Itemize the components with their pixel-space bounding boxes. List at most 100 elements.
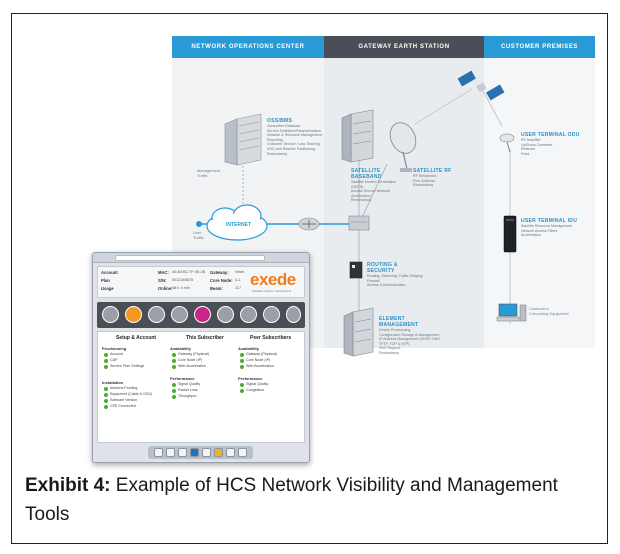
routing-security-item: Routing, Switching, Traffic Shaping	[367, 274, 423, 278]
dock-app-icon[interactable]	[154, 448, 163, 457]
browser-url-field	[115, 255, 265, 261]
installation-item: Software Version	[104, 398, 137, 403]
oss-bss-item: Customer Service / Law Tracking	[267, 142, 320, 147]
dock-app-icon[interactable]	[202, 448, 211, 457]
status-circle-icon[interactable]	[217, 306, 234, 323]
router-icon	[298, 217, 320, 231]
status-icon-row	[97, 302, 305, 328]
installation-heading: Installation	[102, 380, 124, 385]
status-circle-icon[interactable]	[263, 306, 280, 323]
status-circle-icon[interactable]	[194, 306, 211, 323]
gateway-dish-icon	[389, 122, 417, 172]
odu-label: USER TERMINAL ODU RF Amplifier Up/Down C…	[521, 132, 581, 156]
provisioning-heading: Provisioning	[102, 346, 127, 351]
peer-availability-item: Web Acceleration	[240, 364, 274, 369]
oss-bss-item: Redundancy	[267, 151, 288, 156]
satellite-baseband-item: Acceleration	[351, 193, 371, 198]
oss-bss-item: Service Definition/Parametrization	[267, 128, 322, 133]
provisioning-item: CAP	[104, 358, 117, 363]
customer-band	[484, 58, 595, 348]
satellite-baseband-item: Access Service Network	[351, 189, 390, 194]
odu-item: Reflector	[521, 147, 536, 152]
idu-item: Satellite Resource Management	[521, 224, 573, 228]
dock-app-icon[interactable]	[214, 448, 223, 457]
peer-availability-heading: Availability	[238, 346, 259, 351]
gateway-band	[324, 58, 484, 348]
dock-app-icon[interactable]	[238, 448, 247, 457]
oss-bss-title: OSS/BMS	[267, 118, 293, 124]
element-management-item: Configuration Storage & Management	[379, 332, 440, 337]
element-management-title: ELEMENT MANAGEMENT	[379, 316, 419, 328]
status-circle-icon[interactable]	[125, 306, 142, 323]
element-management-item: Device Provisioning	[379, 328, 411, 332]
peer-performance-item: Congestion	[240, 388, 264, 393]
online-label: Online:	[158, 286, 173, 291]
dashboard-panels: Setup & Account Provisioning Account CAP…	[97, 331, 305, 443]
availability-heading: Availability	[170, 346, 191, 351]
availability-item: Web Acceleration	[172, 364, 206, 369]
peer-performance-heading: Performance	[238, 376, 263, 381]
routing-security-item: Firewall	[367, 278, 380, 283]
installation-item: CPE Connected	[104, 404, 136, 409]
noc-server-icon	[224, 113, 262, 166]
browser-bar	[93, 253, 309, 263]
sn-value: 0012345678	[172, 278, 194, 282]
network-diagram: NETWORK OPERATIONS CENTER GATEWAY EARTH …	[97, 34, 595, 464]
core-node-label: Core Node:	[210, 278, 233, 283]
account-label: Account	[101, 270, 118, 275]
column-header-gateway: GATEWAY EARTH STATION	[358, 44, 450, 50]
satellite-rf-title: SATELLITE RF	[413, 168, 452, 174]
oss-bss-item: Network & Resource Management	[267, 133, 322, 138]
status-circle-icon[interactable]	[240, 306, 257, 323]
sn-label: S/N:	[158, 278, 167, 283]
internet-label: INTERNET	[226, 222, 251, 228]
element-management-item: Redundancy	[379, 350, 400, 355]
customer-header-bg	[484, 36, 595, 58]
downlink-beam	[481, 88, 503, 127]
gateway-rf-link	[358, 163, 388, 225]
status-circle-icon[interactable]	[148, 306, 165, 323]
dock-app-icon[interactable]	[226, 448, 235, 457]
routing-security-item: Access & Authentication	[367, 283, 406, 288]
element-mgmt-server-icon	[343, 307, 374, 357]
oss-bss-item: Subscriber Database	[267, 124, 301, 128]
status-circle-icon[interactable]	[171, 306, 188, 323]
routing-security-label: ROUTING & SECURITY Routing, Switching, T…	[367, 262, 427, 288]
dock-app-icon[interactable]	[166, 448, 175, 457]
performance-item: Signal Quality	[172, 382, 200, 387]
online-value: 48 h 4 min	[172, 286, 190, 290]
oss-bss-label: OSS/BMS Subscriber Database Service Defi…	[267, 118, 327, 156]
status-circle-icon[interactable]	[286, 306, 301, 323]
switch-icon	[348, 215, 370, 231]
exede-logo: exede	[250, 270, 296, 289]
peer-performance-item: Signal Quality	[240, 382, 268, 387]
beam-value: 117	[235, 286, 242, 290]
traffic-line-end	[196, 221, 202, 227]
caption-text: Example of HCS Network Visibility and Ma…	[25, 475, 558, 525]
column-header-customer: CUSTOMER PREMISES	[500, 44, 579, 50]
baseband-rack-icon	[341, 109, 374, 163]
satellite-icon	[457, 70, 505, 101]
element-management-item: IP Address Management (DHCP, DNS, TFTP, …	[379, 337, 441, 346]
noc-header-bg	[172, 36, 324, 58]
satellite-rf-label: SATELLITE RF RF Electronics Free Antenna…	[413, 168, 463, 188]
dock-app-icon[interactable]	[178, 448, 187, 457]
exhibit-caption: Exhibit 4: Example of HCS Network Visibi…	[25, 471, 595, 529]
dock-app-icon[interactable]	[190, 448, 199, 457]
usage-label: Usage	[101, 286, 114, 291]
peer-subscribers-title: Peer Subscribers	[250, 335, 292, 341]
gateway-header-bg	[324, 36, 484, 58]
odu-item: Up/Down Converter	[521, 142, 553, 147]
idu-label: USER TERMINAL IDU Satellite Resource Man…	[521, 218, 587, 238]
availability-item: Core Node (IP)	[172, 358, 202, 363]
performance-item: Throughput	[172, 394, 196, 399]
installation-item: Antenna Pointing	[104, 386, 137, 391]
column-header-noc: NETWORK OPERATIONS CENTER	[191, 44, 305, 50]
oss-bss-item: Reporting	[267, 137, 283, 142]
plan-label: Plan	[101, 278, 110, 283]
mac-value: 00:A0:BC:7F:4E:2B	[172, 270, 206, 274]
diagram-graphics	[172, 36, 595, 357]
idu-item: Network Access Filters	[521, 228, 558, 233]
status-circle-icon[interactable]	[102, 306, 119, 323]
setup-account-title: Setup & Account	[116, 335, 157, 341]
